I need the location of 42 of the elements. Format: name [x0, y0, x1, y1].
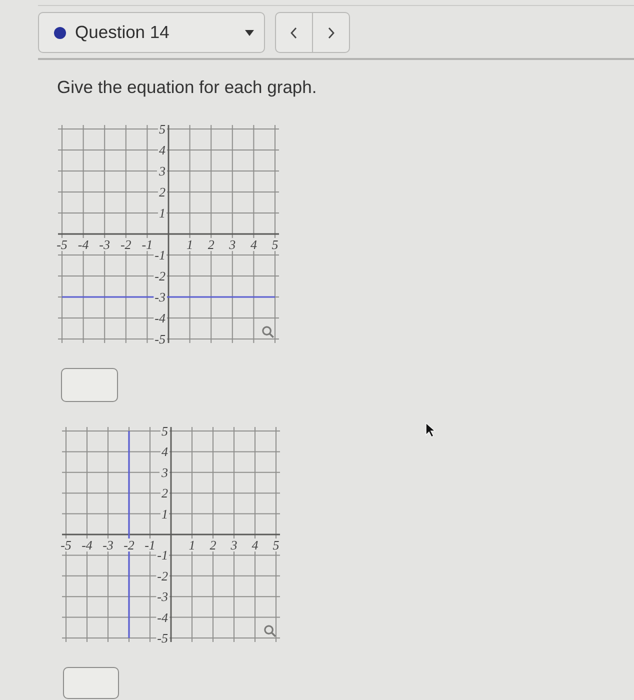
question-dropdown: Question 14: [38, 12, 265, 53]
tick-label: -2: [124, 538, 134, 552]
tick-label: 4: [159, 142, 166, 158]
tick-label: -5: [157, 630, 168, 646]
tick-label: 4: [162, 444, 168, 460]
tick-label: -5: [154, 332, 166, 346]
tick-label: 3: [229, 237, 236, 252]
tick-label: 1: [188, 538, 196, 552]
tick-label: -3: [154, 290, 166, 304]
tick-label: 2: [208, 237, 214, 252]
tick-label: 5: [272, 538, 280, 552]
tick-label: 1: [186, 237, 194, 252]
tick-label: -4: [154, 310, 166, 326]
tick-label: -4: [157, 610, 168, 625]
tick-label: -1: [144, 538, 156, 552]
tick-label: 5: [162, 424, 168, 438]
tick-label: 3: [230, 538, 238, 552]
tick-label: -1: [154, 248, 166, 262]
question-text: Give the equation for each graph.: [57, 77, 317, 97]
tick-label: 2: [162, 486, 168, 501]
tick-label: 1: [159, 206, 166, 220]
tick-label: 1: [162, 506, 168, 522]
tick-label: -2: [120, 237, 132, 252]
tick-label: -3: [102, 538, 114, 552]
tick-label: -1: [142, 237, 153, 252]
tick-label: 3: [159, 164, 166, 178]
tick-label: -5: [56, 237, 68, 252]
tick-label: 4: [250, 237, 257, 252]
tick-label: -5: [60, 538, 72, 552]
tick-label: 5: [272, 237, 278, 252]
tick-label: -2: [157, 568, 168, 584]
tick-label: -4: [82, 538, 92, 552]
tick-label: 2: [159, 184, 166, 200]
tick-label: 3: [162, 464, 168, 480]
tick-label: -3: [157, 589, 168, 604]
tick-label: -4: [78, 237, 89, 252]
tick-label: 5: [159, 122, 166, 136]
tick-label: -1: [157, 548, 168, 563]
tick-label: 4: [252, 538, 258, 552]
tick-label: 2: [210, 538, 216, 552]
tick-label: -2: [154, 268, 166, 284]
tick-label: -3: [99, 237, 110, 252]
